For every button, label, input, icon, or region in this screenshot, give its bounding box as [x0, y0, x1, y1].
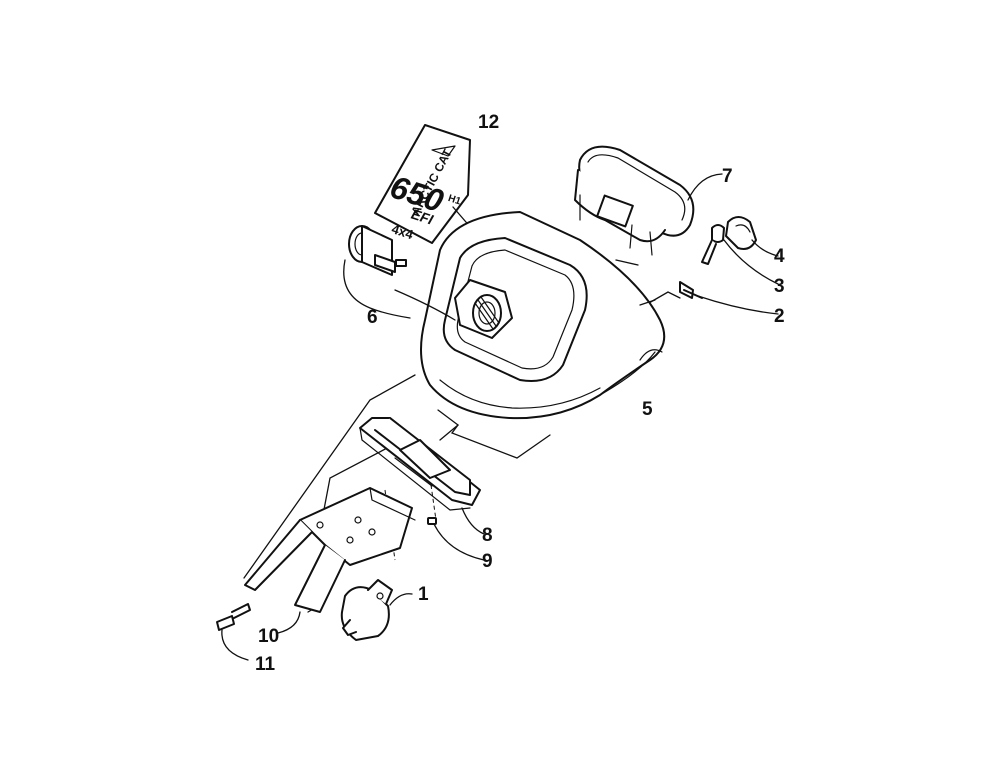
- decal-efi-text: EFI: [409, 206, 436, 228]
- callout-labels: 1 2 3 4 5 6 7 8 9 10 11 12: [255, 112, 785, 675]
- cat-logo-icon: [431, 145, 456, 157]
- ignition-key-part: [701, 224, 779, 285]
- switch-bezel-part: [359, 417, 485, 535]
- ignition-nut-part: [679, 281, 779, 315]
- instrument-pod-housing: [420, 211, 666, 420]
- callout-10: 10: [258, 626, 279, 647]
- callout-3: 3: [774, 276, 785, 297]
- callout-4: 4: [774, 246, 785, 267]
- callout-1: 1: [418, 584, 429, 605]
- callout-11: 11: [255, 654, 276, 675]
- mounting-bracket-part: [244, 487, 416, 634]
- accessory-plug-part: [343, 225, 456, 321]
- decal-drive-text: 4x4: [390, 221, 416, 242]
- decal-suffix-text: H1: [447, 193, 463, 208]
- push-rivet-part: [216, 603, 251, 661]
- headlight-switch-part: [340, 579, 413, 641]
- callout-7: 7: [722, 166, 733, 187]
- clip-part: [427, 517, 485, 561]
- callout-12: 12: [478, 112, 499, 133]
- speedometer-part: [574, 145, 723, 256]
- ignition-cover-part: [725, 216, 779, 257]
- callout-6: 6: [367, 307, 378, 328]
- callout-9: 9: [482, 551, 493, 572]
- callout-8: 8: [482, 525, 493, 546]
- callout-2: 2: [774, 306, 785, 327]
- callout-5: 5: [642, 399, 653, 420]
- decal-part: ARCTIC CAT 650 H1 EFI 4x4: [374, 124, 504, 266]
